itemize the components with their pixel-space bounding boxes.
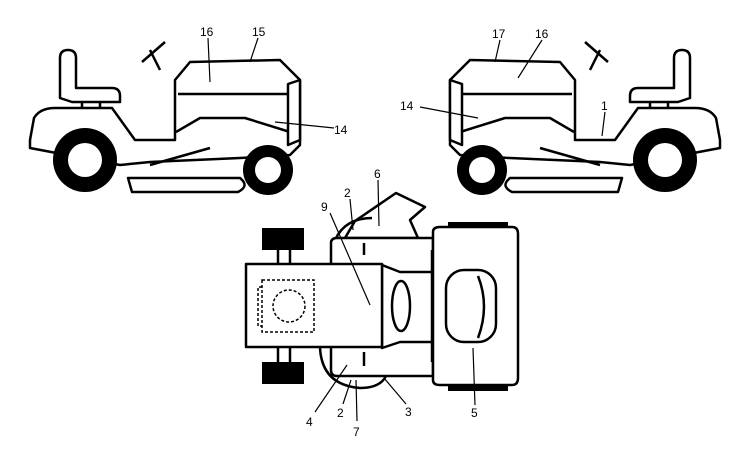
right-side-view	[448, 40, 722, 197]
callout-4: 4	[306, 415, 313, 429]
callout-16: 16	[535, 27, 549, 41]
callout-14: 14	[334, 123, 348, 137]
left-leaders: 16 15 14	[200, 25, 348, 137]
callout-17: 17	[492, 27, 506, 41]
left-side-view	[28, 40, 302, 197]
callout-5: 5	[471, 406, 478, 420]
callout-2-bottom: 2	[337, 406, 344, 420]
top-leaders: 2 6 9 4 2 7 3 5	[306, 167, 478, 439]
top-view	[244, 191, 520, 391]
callout-3: 3	[405, 405, 412, 419]
right-leaders: 17 16 14 1	[400, 27, 608, 137]
callout-2: 2	[344, 186, 351, 200]
callout-16: 16	[200, 25, 214, 39]
callout-1: 1	[601, 99, 608, 113]
callout-9: 9	[321, 200, 328, 214]
callout-15: 15	[252, 25, 266, 39]
callout-14: 14	[400, 99, 414, 113]
callout-6: 6	[374, 167, 381, 181]
callout-7: 7	[353, 425, 360, 439]
